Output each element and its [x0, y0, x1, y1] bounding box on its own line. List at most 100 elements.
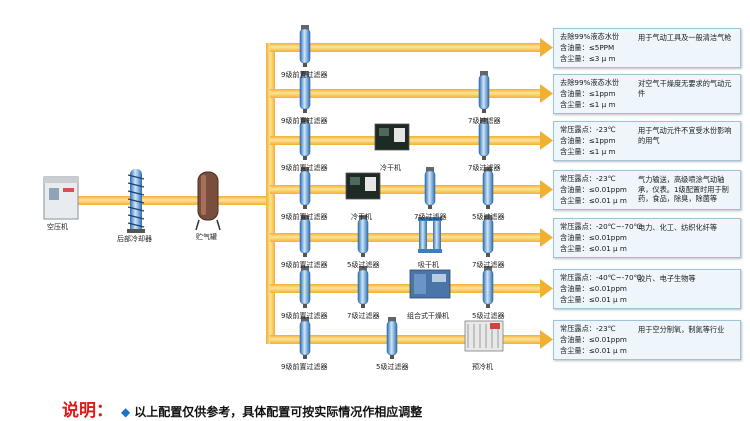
filter-icon [299, 266, 311, 308]
component-label: 7级过滤器 [468, 117, 501, 125]
spec-line: 去除99%液态水份 [560, 32, 620, 41]
component-label: 组合式干燥机 [407, 312, 449, 320]
component-label: 7级过滤器 [347, 312, 380, 320]
aftercooler-label: 后部冷却器 [117, 235, 152, 243]
spec-line: 含尘量：≤1 μ m [560, 100, 616, 109]
main-pipe [70, 196, 270, 205]
filter-icon [482, 167, 494, 209]
component-label: 7级过滤器 [472, 261, 505, 269]
arrow-icon [540, 279, 553, 298]
arrow-icon [540, 84, 553, 103]
combo-icon [409, 269, 451, 299]
component-label: 9级前置过滤器 [281, 312, 328, 320]
spec-line: 常压露点：-23℃ [560, 174, 616, 183]
arrow-icon [540, 180, 553, 199]
component-label: 9级前置过滤器 [281, 213, 328, 221]
precool-icon [464, 320, 504, 352]
spec-line: 含油量：≤0.01ppm [560, 233, 627, 242]
component-label: 预冷机 [472, 363, 493, 371]
spec-line: 常压露点：-23℃ [560, 324, 616, 333]
filter-icon [299, 215, 311, 257]
filter-icon [424, 167, 436, 209]
arrow-icon [540, 330, 553, 349]
arrow-icon [540, 131, 553, 150]
filter-icon [299, 71, 311, 113]
branch-pipe-4 [270, 185, 540, 194]
filter-icon [482, 215, 494, 257]
component-label: 9级前置过滤器 [281, 71, 328, 79]
filter-icon [299, 118, 311, 160]
filter-icon [299, 25, 311, 67]
spec-line: 去除99%液态水份 [560, 78, 620, 87]
spec-line: 含油量：≤0.01ppm [560, 185, 627, 194]
spec-line: 含尘量：≤1 μ m [560, 147, 616, 156]
filter-icon [478, 118, 490, 160]
spec-box: 常压露点：-23℃ 含油量：≤0.01ppm 含尘量：≤0.01 μ m 气力输送，高… [553, 170, 741, 210]
branch-pipe-5 [270, 233, 540, 242]
filter-icon [299, 317, 311, 359]
application-text: 胶片、电子生物等 [638, 274, 696, 283]
spec-line: 含油量：≤5PPM [560, 43, 615, 52]
component-label: 5级过滤器 [376, 363, 409, 371]
component-label: 9级前置过滤器 [281, 261, 328, 269]
spec-box: 常压露点：-23℃ 含油量：≤1ppm 含尘量：≤1 μ m 用于气动元件不宜受水份影… [553, 121, 741, 161]
tank-label: 贮气罐 [196, 233, 217, 241]
arrow-icon [540, 38, 553, 57]
component-label: 吸干机 [418, 261, 439, 269]
filter-icon [299, 167, 311, 209]
component-label: 7级过滤器 [414, 213, 447, 221]
component-label: 7级过滤器 [468, 164, 501, 172]
note-key: 说明： [62, 401, 113, 421]
spec-line: 含油量：≤1ppm [560, 136, 616, 145]
compressor-label: 空压机 [47, 223, 68, 231]
filter-icon [386, 317, 398, 359]
component-label: 5级过滤器 [347, 261, 380, 269]
filter-icon [482, 266, 494, 308]
branch-pipe-6 [270, 284, 540, 293]
application-text: 气力输送，高级喷涂气动轴承，仪表。1级配置时用于制药，食品，除臭，除菌等 [638, 175, 729, 203]
arrow-icon [540, 228, 553, 247]
spec-line: 含尘量：≤0.01 μ m [560, 244, 627, 253]
component-label: 5级过滤器 [472, 213, 505, 221]
spec-line: 含尘量：≤0.01 μ m [560, 346, 627, 355]
component-label: 冷干机 [380, 164, 401, 172]
filter-icon [478, 71, 490, 113]
spec-line: 常压露点：-20℃~-70℃ [560, 222, 642, 231]
branch-pipe-2 [270, 89, 540, 98]
spec-line: 含尘量：≤0.01 μ m [560, 295, 627, 304]
footer-note: 说明： ◆以上配置仅供参考，具体配置可按实际情况作相应调整 [62, 396, 422, 421]
spec-box: 常压露点：-20℃~-70℃ 含油量：≤0.01ppm 含尘量：≤0.01 μ m 电… [553, 218, 741, 258]
spec-box: 去除99%液态水份含油量：≤5PPM 含尘量：≤3 μ m 用于气动工具及一般清洁气… [553, 28, 741, 68]
branch-pipe-7 [270, 335, 540, 344]
spec-box: 常压露点：-40℃~-70℃ 含油量：≤0.01ppm 含尘量：≤0.01 μ m 胶… [553, 269, 741, 309]
aftercooler-icon [127, 169, 145, 233]
dryer-icon [374, 123, 410, 151]
spec-line: 含尘量：≤3 μ m [560, 54, 616, 63]
filter-icon [357, 266, 369, 308]
component-label: 冷干机 [351, 213, 372, 221]
spec-line: 常压露点：-40℃~-70℃ [560, 273, 642, 282]
application-text: 对空气干燥度无要求的气动元件 [638, 79, 732, 98]
spec-line: 含尘量：≤0.01 μ m [560, 196, 627, 205]
compressor-icon [43, 176, 79, 220]
filter-icon [357, 215, 369, 257]
component-label: 9级前置过滤器 [281, 117, 328, 125]
tank-icon [195, 171, 221, 231]
spec-line: 含油量：≤0.01ppm [560, 335, 627, 344]
spec-line: 含油量：≤0.01ppm [560, 284, 627, 293]
component-label: 9级前置过滤器 [281, 363, 328, 371]
bullet-icon: ◆ [121, 405, 131, 419]
spec-box: 去除99%液态水份含油量：≤1ppm 含尘量：≤1 μ m 对空气干燥度无要求的气动… [553, 74, 741, 114]
spec-line: 常压露点：-23℃ [560, 125, 616, 134]
application-text: 用于气动工具及一般清洁气枪 [638, 33, 732, 42]
spec-line: 含油量：≤1ppm [560, 89, 616, 98]
application-text: 电力、化工、纺织化纤等 [638, 223, 718, 232]
component-label: 9级前置过滤器 [281, 164, 328, 172]
note-text: 以上配置仅供参考，具体配置可按实际情况作相应调整 [134, 405, 423, 419]
component-label: 5级过滤器 [472, 312, 505, 320]
branch-pipe-1 [270, 43, 540, 52]
application-text: 用于气动元件不宜受水份影响的用气 [638, 126, 732, 145]
dryer-icon [345, 172, 381, 200]
